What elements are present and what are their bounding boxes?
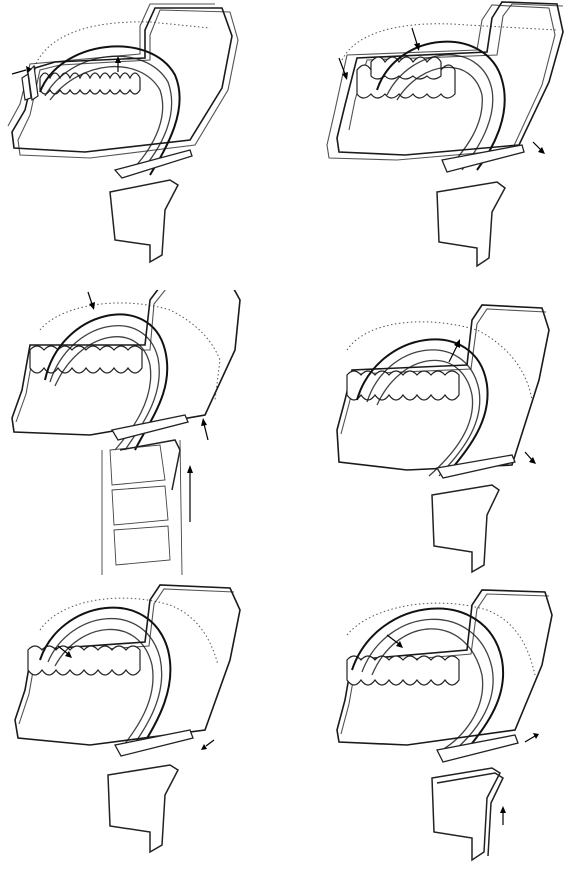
larynx-outline [108,765,178,852]
arrow-up-hyoid [201,418,208,440]
cervical-spine [102,440,182,575]
larynx-outline [432,485,499,572]
panel-4-drawing [287,290,574,580]
arrow-up-right-hyoid [525,733,539,742]
hyoid-bone [115,730,193,756]
mandible-outline-ghost-2 [8,4,215,126]
arrow-down-left-hyoid [201,740,214,750]
hyoid-bone [112,415,188,440]
arrow-down-right-tongue [387,635,403,648]
panel-2-drawing [287,0,574,290]
arrow-down-lip [339,58,348,80]
panel-3-drawing [0,290,287,580]
panel-4 [287,290,574,580]
arrow-down-palate [88,292,95,310]
arrow-down-right-hyoid [525,452,536,464]
panel-6-drawing [287,580,574,870]
panel-1 [0,0,287,290]
panel-1-drawing [0,0,287,290]
arrow-down-right-hyoid [533,142,545,154]
panel-6 [287,580,574,870]
panel-5 [0,580,287,870]
arrow-up-larynx [187,465,193,522]
teeth-row [347,371,459,400]
teeth-cluster [357,57,455,98]
arrow-up-larynx [500,806,506,825]
hyoid-bone [442,145,524,172]
larynx-outline [110,180,178,262]
panel-2 [287,0,574,290]
teeth-row [347,656,459,685]
teeth-row [30,346,142,373]
tongue-contour-ghost [45,56,172,172]
hyoid-bone [437,455,515,478]
larynx-outline [437,182,505,266]
panel-5-drawing [0,580,287,870]
panel-3 [0,290,287,580]
larynx-outline [120,440,180,490]
